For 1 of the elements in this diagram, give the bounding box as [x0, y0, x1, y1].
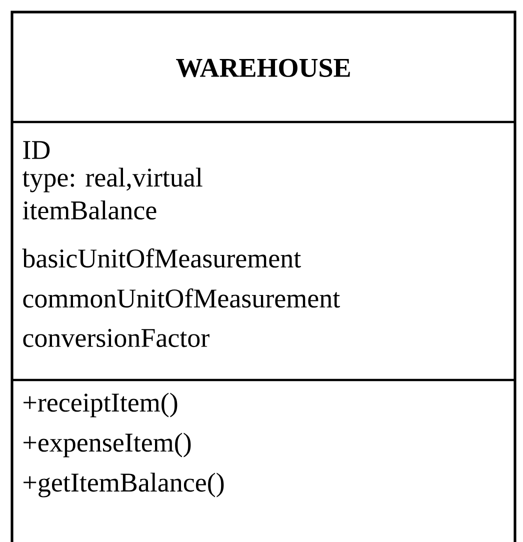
- class-box: WAREHOUSE ID type: real,virtual itemBalance basicUnitOfMeasurement commonUnitOfMeasurement conversionFactor +receiptItem() +expenseItem() +getItemBalance(): [10, 10, 516, 542]
